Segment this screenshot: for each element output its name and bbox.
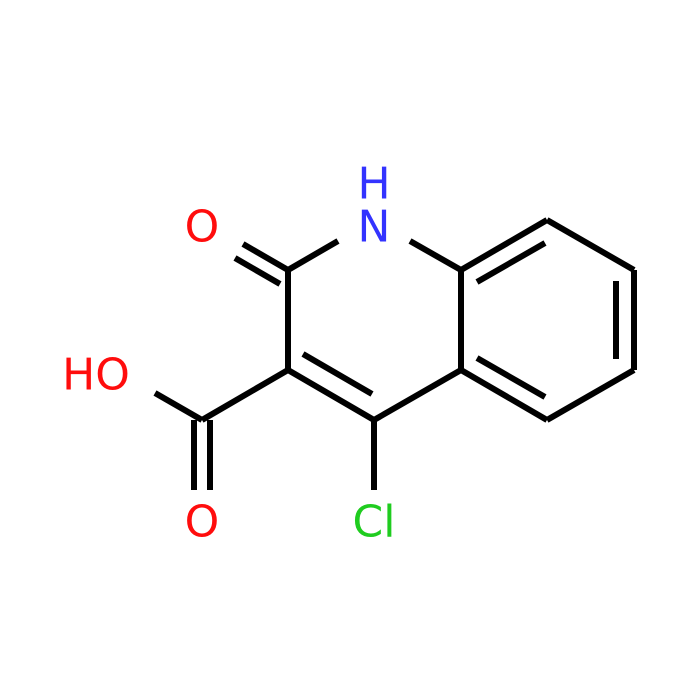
- bond-c5-c4a-inner: [475, 355, 547, 400]
- bond-c6-c5: [545, 367, 636, 423]
- carbonyl-oxygen-label: O: [185, 202, 220, 253]
- bonds: [153, 217, 637, 490]
- carboxyl-oxygen-label: O: [185, 497, 220, 548]
- atom-labels: H N O HO O Cl: [62, 159, 395, 548]
- nh-nitrogen-label: N: [358, 202, 391, 253]
- bond-c2-o-b: [233, 255, 282, 287]
- bond-c8-c7: [545, 217, 636, 273]
- bond-c3-c4: [286, 367, 376, 423]
- bond-c4-c4a: [372, 367, 463, 423]
- hydroxyl-label: HO: [62, 350, 130, 401]
- bond-c3-ccooh: [200, 367, 290, 423]
- chlorine-label: Cl: [353, 497, 396, 548]
- bond-c3-c4-inner: [301, 351, 374, 397]
- nh-hydrogen-label: H: [357, 159, 390, 210]
- bond-n1-c2: [286, 238, 340, 273]
- bond-c8a-c8-inner: [475, 240, 547, 285]
- bond-ccooh-oh: [153, 390, 204, 423]
- bond-c8a-c8: [459, 217, 549, 273]
- bond-n1-c8a: [408, 238, 463, 273]
- bond-c5-c4a: [459, 367, 549, 423]
- bond-c2-o-a: [241, 241, 290, 273]
